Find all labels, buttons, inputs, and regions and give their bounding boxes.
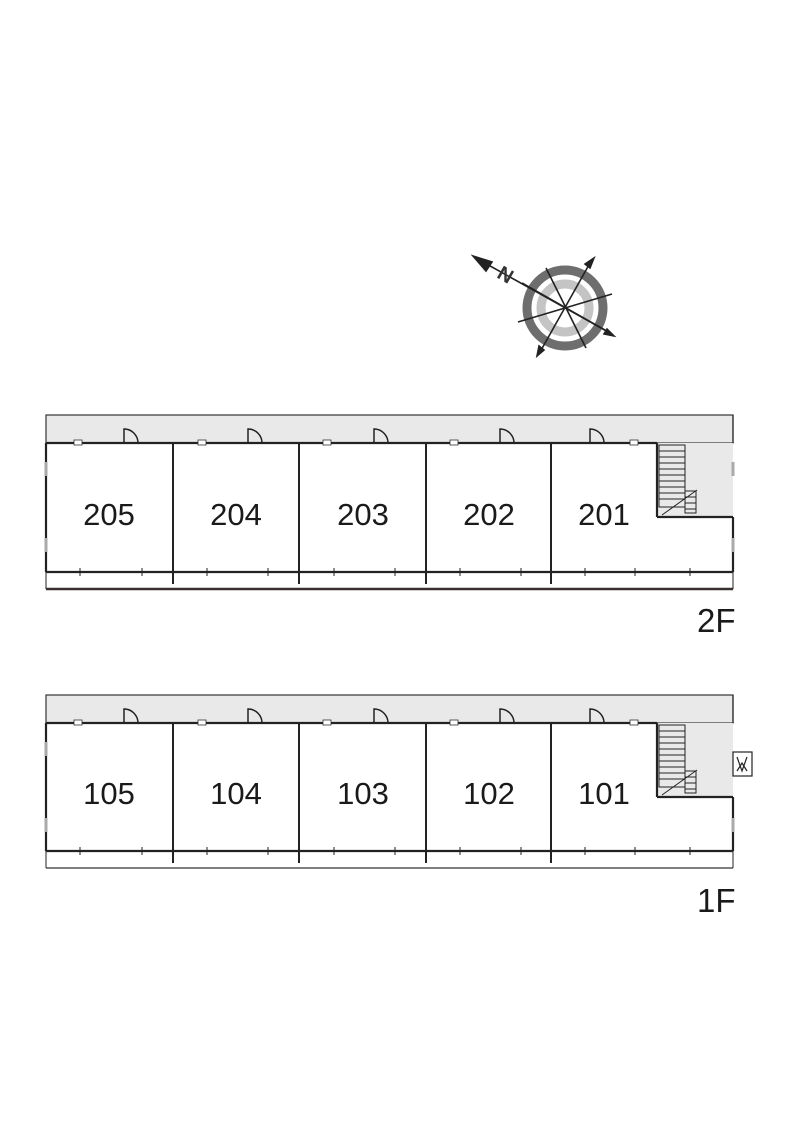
unit-label-104: 104 (210, 776, 262, 811)
floor-1f-plan: 105 104 103 102 101 1F (44, 694, 753, 919)
staircase-icon (658, 444, 698, 516)
unit-label-203: 203 (337, 497, 389, 532)
unit-label-101: 101 (578, 776, 630, 811)
unit-label-102: 102 (463, 776, 515, 811)
stair-landing (657, 723, 733, 797)
staircase-icon (658, 724, 698, 796)
unit-label-205: 205 (83, 497, 135, 532)
floor-2f-plan: 205 204 203 202 201 2F (44, 414, 736, 639)
corridor (45, 694, 734, 724)
unit-label-202: 202 (463, 497, 515, 532)
compass-rose-icon: N (470, 254, 617, 359)
unit-label-103: 103 (337, 776, 389, 811)
unit-label-201: 201 (578, 497, 630, 532)
stair-landing (657, 443, 733, 517)
entrance-icon (732, 751, 753, 777)
unit-label-204: 204 (210, 497, 262, 532)
compass-north-label: N (493, 262, 517, 288)
unit-label-105: 105 (83, 776, 135, 811)
floor-label-2f: 2F (697, 602, 736, 639)
floor-label-1f: 1F (697, 882, 736, 919)
corridor (45, 414, 734, 444)
